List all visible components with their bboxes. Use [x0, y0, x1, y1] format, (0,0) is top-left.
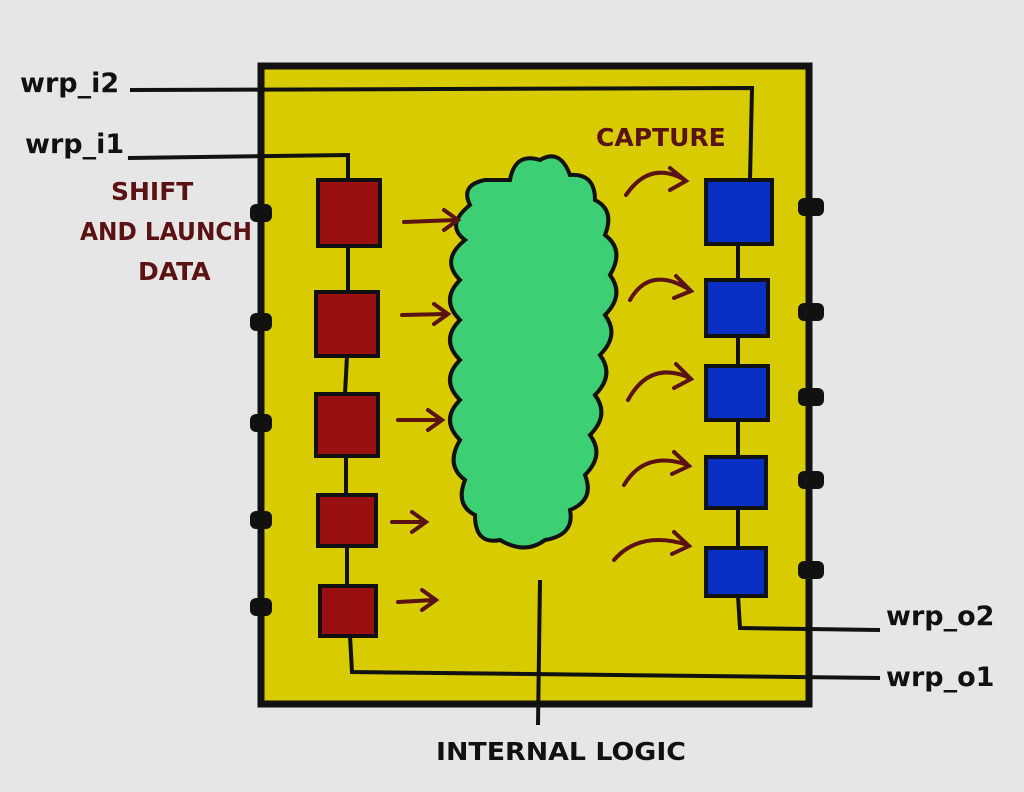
capture-label: CAPTURE [596, 123, 726, 152]
input-cell [314, 290, 380, 358]
output-cell [704, 546, 768, 598]
input-cell [316, 178, 382, 248]
wrp-o2-label: wrp_o2 [886, 601, 994, 632]
shift-label-3: DATA [138, 257, 211, 286]
output-cell [704, 178, 774, 246]
wires [127, 85, 881, 726]
shift-label-1: SHIFT [111, 177, 193, 206]
internal-logic-cloud [448, 154, 619, 550]
right-pins [798, 198, 824, 579]
output-cell [704, 364, 770, 422]
output-cell [704, 278, 770, 338]
wrp-i2-label: wrp_i2 [20, 68, 119, 99]
input-scan-cells [314, 178, 382, 638]
capture-arrows [612, 166, 695, 562]
wrp-i1-label: wrp_i1 [25, 129, 124, 160]
input-cell [316, 493, 378, 548]
left-pins [250, 204, 272, 616]
internal-logic-label: INTERNAL LOGIC [436, 737, 686, 766]
shift-label-2: AND LAUNCH [80, 217, 252, 246]
output-scan-cells [704, 178, 774, 598]
launch-arrows [390, 208, 462, 612]
output-cell [704, 455, 768, 510]
input-cell [318, 584, 378, 638]
input-cell [314, 392, 380, 458]
wrp-o1-label: wrp_o1 [886, 662, 994, 693]
